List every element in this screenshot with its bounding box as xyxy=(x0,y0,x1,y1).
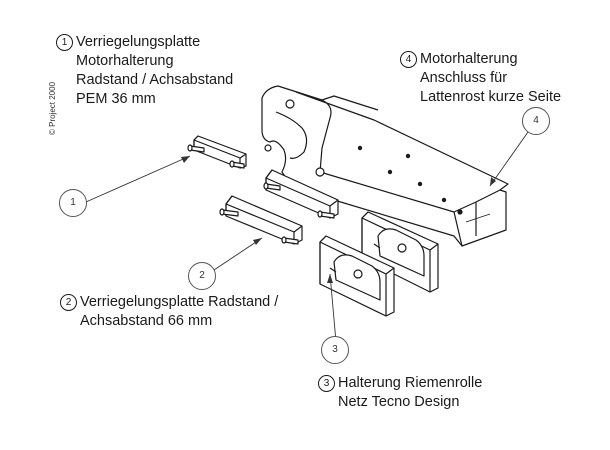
callout-2: 2 xyxy=(188,262,216,290)
locking-plate-part-2-lower xyxy=(219,195,303,245)
caption-number-1: 1 xyxy=(56,34,73,51)
caption-number-4: 4 xyxy=(400,51,417,68)
caption-number-3: 3 xyxy=(318,375,335,392)
leader-line-3 xyxy=(329,273,337,343)
caption-1-line-4: PEM 36 mm xyxy=(76,91,156,107)
caption-3-line-1: Halterung Riemenrolle xyxy=(338,375,483,391)
callout-3: 3 xyxy=(321,336,349,364)
locking-plate-part-1 xyxy=(187,135,247,169)
caption-2-line-1: Verriegelungsplatte Radstand / xyxy=(80,294,279,310)
callout-1: 1 xyxy=(59,189,87,217)
leader-line-2 xyxy=(213,237,263,271)
belt-pulley-holder-part-3-front xyxy=(319,235,395,317)
caption-1-line-2: Motorhalterung xyxy=(76,53,174,69)
caption-4-line-1: Motorhalterung xyxy=(420,51,518,67)
caption-4-line-2: Anschluss für xyxy=(420,70,508,86)
leader-line-4 xyxy=(489,131,529,187)
locking-plate-part-2-upper xyxy=(263,169,339,219)
caption-1-line-1: Verriegelungsplatte xyxy=(76,34,201,50)
belt-pulley-holder-part-3-rear xyxy=(361,211,439,293)
caption-3-line-2: Netz Tecno Design xyxy=(338,394,460,410)
caption-number-2: 2 xyxy=(60,294,77,311)
caption-2-line-2: Achsabstand 66 mm xyxy=(80,313,213,329)
caption-1-line-3: Radstand / Achsabstand xyxy=(76,72,234,88)
callout-4: 4 xyxy=(522,107,550,135)
caption-4-line-3: Lattenrost kurze Seite xyxy=(420,89,562,105)
leader-line-1 xyxy=(85,155,191,203)
motor-bracket-part-4 xyxy=(261,85,509,247)
